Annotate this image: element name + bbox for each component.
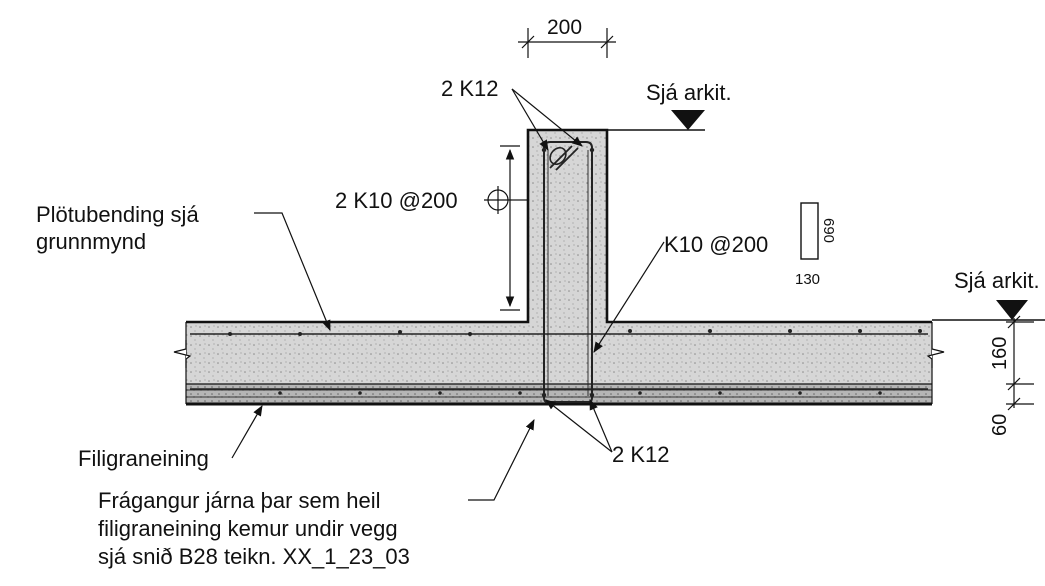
stirrup-shape-icon xyxy=(800,202,819,260)
stirrup-width-label: 130 xyxy=(795,271,820,288)
top-bars-label: 2 K12 xyxy=(441,76,499,101)
detailing-note-line-3: sjá snið B28 teikn. XX_1_23_03 xyxy=(98,544,410,569)
bottom-bars-label: 2 K12 xyxy=(612,442,670,467)
top-level-label: Sjá arkit. xyxy=(646,80,732,105)
detailing-leader xyxy=(468,419,535,501)
slab-level-triangle xyxy=(996,300,1028,320)
slab-note-leader xyxy=(254,212,331,331)
filigree-leader xyxy=(231,405,263,459)
stirrup-leader xyxy=(593,241,665,353)
wall-width-label: 200 xyxy=(547,16,582,39)
bottom-bars-leader xyxy=(545,399,613,453)
dimension-vertical xyxy=(500,145,520,311)
vertical-bars-label: 2 K10 @200 xyxy=(335,188,458,213)
detailing-note-line-2: filigraneining kemur undir vegg xyxy=(98,516,398,541)
wall-concrete xyxy=(528,130,607,324)
filigree-note: Filigraneining xyxy=(78,446,209,471)
stirrup-height-label: 690 xyxy=(820,218,837,243)
slab-note-line-2: grunnmynd xyxy=(36,229,146,254)
break-line-right xyxy=(926,340,945,368)
top-bars-leader xyxy=(511,88,583,151)
section-marker xyxy=(484,186,528,214)
dimension-wall-width xyxy=(518,28,616,58)
filigree-thickness-label: 60 xyxy=(989,414,1011,436)
rebar-dots xyxy=(228,147,922,398)
slab-thickness-label: 160 xyxy=(989,337,1011,370)
break-line-left xyxy=(173,340,192,368)
slab-level-label: Sjá arkit. xyxy=(954,268,1040,293)
slab-concrete xyxy=(186,322,932,384)
dimension-slab xyxy=(1006,315,1034,411)
slab-note-line-1: Plötubending sjá xyxy=(36,202,199,227)
top-level-triangle xyxy=(671,110,705,130)
stirrup-label: K10 @200 xyxy=(664,232,768,257)
detailing-note-line-1: Frágangur járna þar sem heil xyxy=(98,488,380,513)
